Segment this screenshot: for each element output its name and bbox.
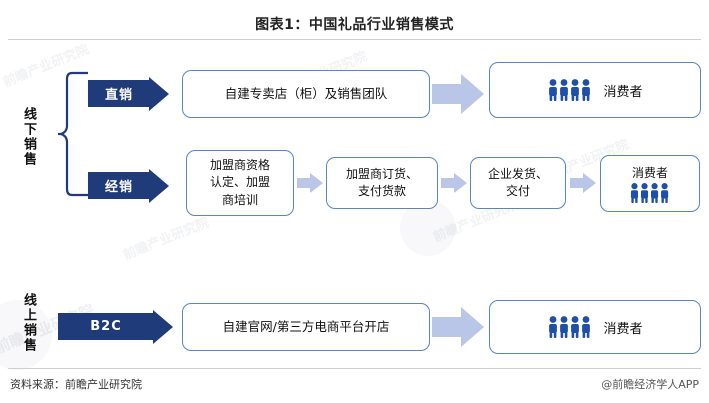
divider-bottom <box>8 368 701 369</box>
channel-label-online: 线上销售 <box>21 293 36 353</box>
offline-group-brace <box>58 71 88 197</box>
consumer-label: 消费者 <box>603 321 643 337</box>
box-line: 企业发货、 <box>487 166 548 181</box>
box-line: 商培训 <box>221 192 258 207</box>
flow-tag-distribution[interactable]: 经销 <box>88 168 169 203</box>
flow-step-online-store[interactable]: 自建官网/第三方电商平台开店 <box>182 303 430 351</box>
flow-tag-arrowhead <box>153 309 173 344</box>
consumer-box-b2c[interactable]: 消费者 <box>489 300 701 354</box>
flow-arrow-big <box>432 74 484 114</box>
divider-top <box>8 39 701 40</box>
flow-tag-b2c[interactable]: B2C <box>58 309 173 344</box>
flow-tag-direct-label: 直销 <box>88 80 150 107</box>
consumer-label: 消费者 <box>603 84 643 100</box>
consumer-box-direct[interactable]: 消费者 <box>489 62 701 118</box>
figure-title: 图表1：中国礼品行业销售模式 <box>255 17 454 33</box>
flow-arrow-small <box>297 173 323 193</box>
app-attribution: @前瞻经济学人APP <box>601 378 699 391</box>
flow-step-enterprise-ship[interactable]: 企业发货、 交付 <box>470 157 566 209</box>
box-line: 交付 <box>505 184 530 198</box>
watermark-brand: 前瞻产业研究院 <box>121 215 212 264</box>
consumer-box-distribution[interactable]: 消费者 <box>600 155 700 212</box>
people-icon <box>630 182 669 203</box>
flow-tag-direct[interactable]: 直销 <box>88 76 169 111</box>
flow-step-direct-store[interactable]: 自建专卖店（柜）及销售团队 <box>182 70 430 118</box>
flow-tag-arrowhead <box>149 168 169 203</box>
flow-tag-distribution-label: 经销 <box>88 172 150 199</box>
box-line: 加盟商资格 <box>209 158 270 173</box>
flow-step-franchise-order[interactable]: 加盟商订货、 支付货款 <box>326 157 438 209</box>
flow-arrow-small <box>441 173 467 193</box>
box-line: 支付货款 <box>357 184 406 198</box>
flow-step-franchise-qualification[interactable]: 加盟商资格 认定、加盟 商培训 <box>186 150 294 216</box>
box-line: 认定、加盟 <box>209 175 270 190</box>
flow-tag-b2c-label: B2C <box>58 313 154 340</box>
consumer-label: 消费者 <box>631 165 668 180</box>
channel-label-offline: 线下销售 <box>21 107 36 167</box>
flow-arrow-small <box>570 173 596 193</box>
flow-arrow-big <box>432 307 484 347</box>
source-note: 资料来源：前瞻产业研究院 <box>10 378 142 391</box>
flow-tag-arrowhead <box>149 76 169 111</box>
people-icon <box>549 316 591 338</box>
box-line: 加盟商订货、 <box>345 166 418 181</box>
people-icon <box>549 79 591 101</box>
